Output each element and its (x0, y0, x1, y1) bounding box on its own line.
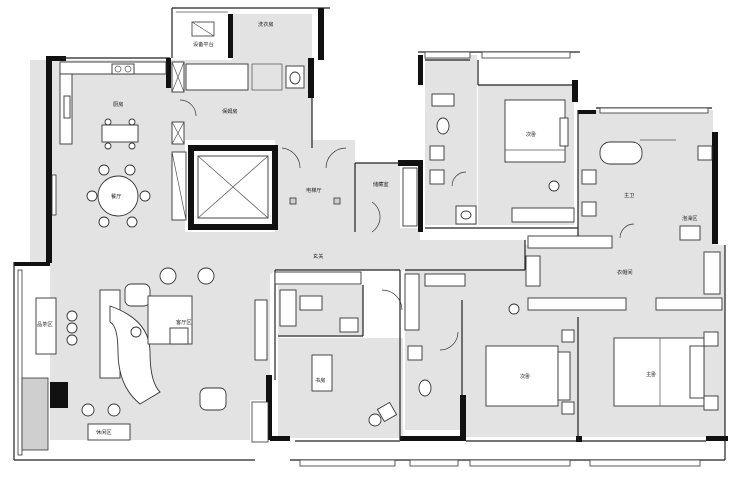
elevator-core: 电梯厅 (171, 147, 347, 221)
label-walk-in-closet: 衣帽间 (617, 268, 633, 276)
closet-area: 衣帽间 (525, 235, 723, 311)
label-study: 书房 (315, 376, 325, 384)
wall-corridor-bottom (400, 436, 466, 441)
label-entry: 玄关 (313, 252, 323, 260)
kitchen-area: 厨房 (59, 61, 167, 150)
label-living: 客厅区 (176, 318, 192, 326)
floor-master-bath (578, 110, 713, 245)
wall-master-bottom (706, 436, 728, 441)
label-nanny-room: 保姆房 (222, 107, 238, 115)
entry-area: 玄关 (274, 252, 362, 285)
nanny-room: 保姆房 (171, 61, 249, 145)
balcony-edge (251, 299, 269, 443)
wall-elevator-top (188, 145, 278, 151)
wall-bed-bottom (576, 436, 582, 442)
corridor-storage (381, 273, 520, 397)
label-shoe-room: 储藏室 (373, 180, 389, 188)
label-equipment-platform: 设备平台 (193, 40, 214, 48)
label-master-bedroom: 主卧 (646, 370, 656, 378)
label-dining: 餐厅 (111, 192, 121, 200)
wall-elevator-right (272, 145, 278, 230)
wall-bedroom2a-right (572, 80, 578, 102)
wall-masterbath-right (712, 132, 718, 244)
label-kitchen: 厨房 (113, 100, 123, 108)
wall-kitchen-right (166, 58, 171, 88)
bedroom-2a-suite: 次卧 (429, 93, 575, 225)
wall-study-left (266, 375, 272, 440)
label-bedroom-2b: 次卧 (520, 372, 530, 380)
wall-bed2b-left (460, 395, 466, 440)
wall-top-left (46, 56, 66, 61)
wall-study-bottom (270, 436, 290, 441)
label-master-bath: 主卫 (624, 191, 634, 199)
wall-balcony-left (14, 262, 50, 266)
floor-bath-2a (425, 55, 477, 225)
wall-nanny-right (308, 58, 314, 98)
floor-laundry (232, 14, 312, 60)
dining-area: 餐厅 (86, 164, 151, 228)
wall-storage-right (398, 160, 422, 166)
floor-elevator-hall (275, 140, 355, 232)
wall-laundry-right (318, 8, 324, 60)
master-bedroom: 主卧 (613, 331, 719, 411)
label-elevator-hall: 电梯厅 (306, 186, 322, 194)
wall-storage-side (418, 160, 423, 232)
wall-bath2a-left (418, 55, 423, 85)
label-leisure: 休闲区 (96, 428, 112, 436)
windows (17, 51, 709, 467)
tea-leisure-area: 品茶区 休闲区 (21, 297, 131, 451)
label-tea-area: 品茶区 (37, 320, 53, 328)
living-area: 客厅区 (99, 267, 227, 411)
floor-study (278, 338, 403, 438)
bedroom-2b: 次卧 (439, 329, 575, 415)
laundry-area: 设备平台 洗衣房 (191, 20, 305, 91)
floor-storage (355, 163, 400, 233)
wall-elevator-left (188, 145, 194, 230)
wall-left (46, 58, 52, 263)
label-laundry: 洗衣房 (258, 20, 274, 28)
wall-elevator-bottom (188, 224, 278, 230)
master-bath: 主卫 泡澡区 (581, 139, 713, 241)
label-bedroom-2a: 次卧 (526, 130, 536, 138)
walls (13, 7, 728, 461)
floor-main-left (30, 60, 525, 440)
wall-masterbath-top (578, 110, 596, 114)
study-area: 书房 (279, 289, 398, 427)
label-bath-room: 泡澡区 (682, 214, 698, 222)
wall-laundry-left (228, 14, 233, 58)
storage-room: 储藏室 (371, 167, 418, 233)
floor-areas (30, 14, 725, 440)
